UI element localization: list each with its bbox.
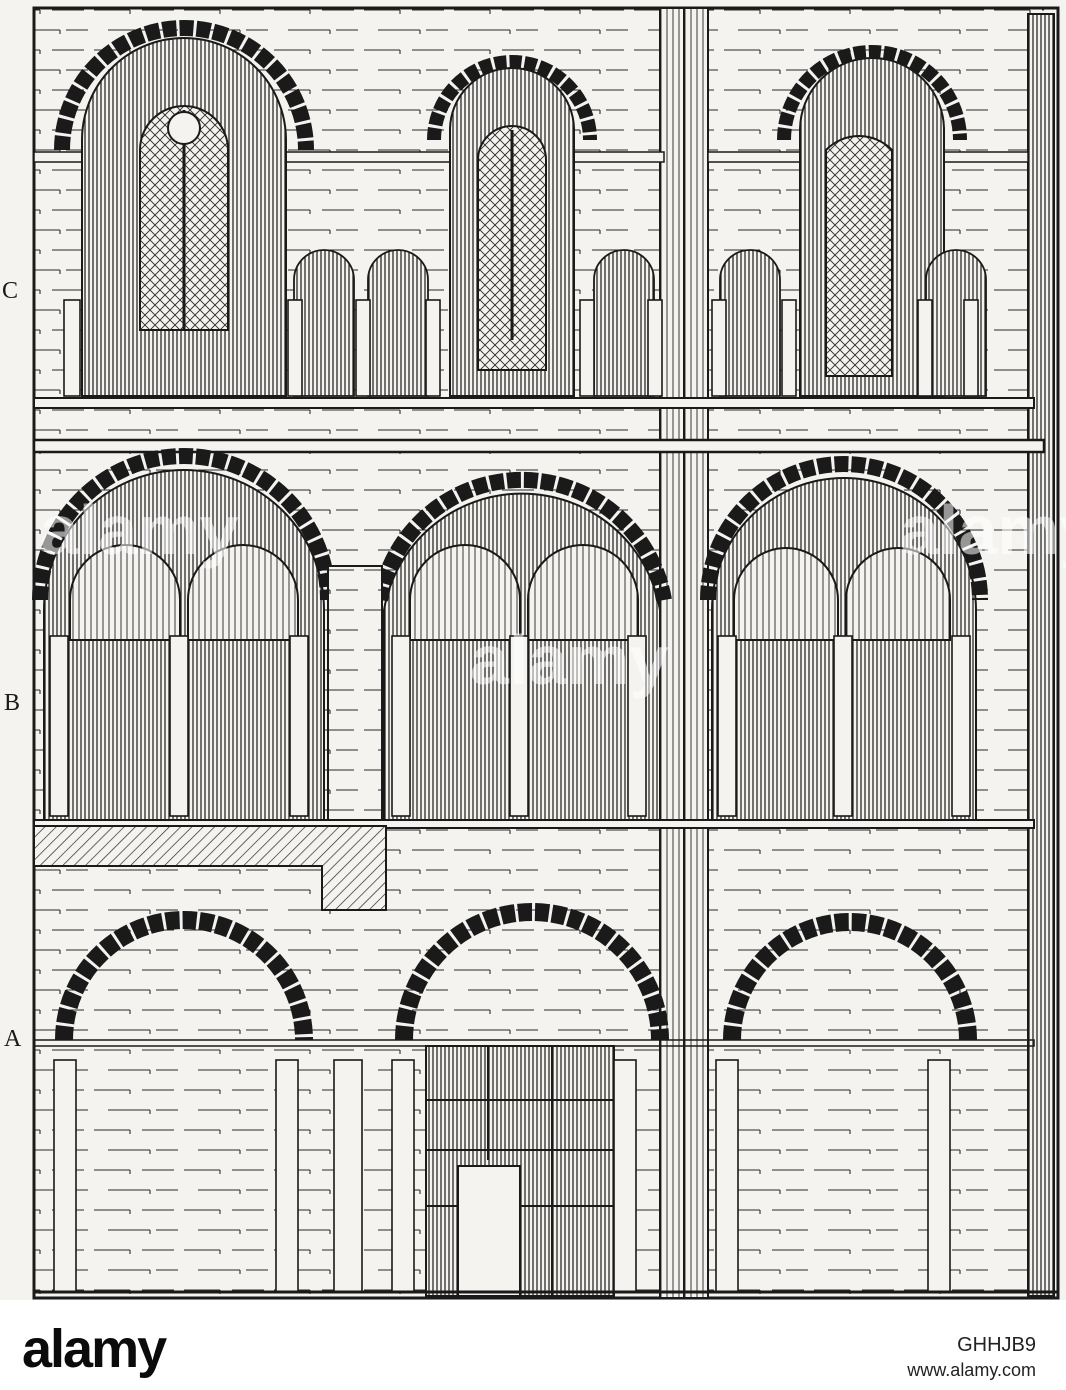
story-label-b: B [4,690,21,716]
site-url[interactable]: www.alamy.com [907,1360,1036,1380]
story-label-c: C [2,278,19,304]
triforium-bays [32,448,988,821]
arcade-columns [53,1059,951,1293]
image-id: GHHJB9 [957,1334,1036,1356]
triforium-columns [49,635,971,817]
story-label-a: A [4,1026,22,1052]
clerestory-columns [63,299,979,397]
clerestory-window-right [777,45,967,397]
stock-footer: alamy GHHJB9 www.alamy.com [0,1300,1066,1390]
engraving-plate: C B A alamy alamy alamy [0,0,1066,1300]
arcade-arches [55,903,977,1041]
door [457,1165,521,1297]
brand-logo[interactable]: alamy [22,1319,167,1379]
clerestory-window-left [54,20,314,397]
clerestory-window-middle [427,55,597,397]
elevation-engraving [32,6,1060,1300]
